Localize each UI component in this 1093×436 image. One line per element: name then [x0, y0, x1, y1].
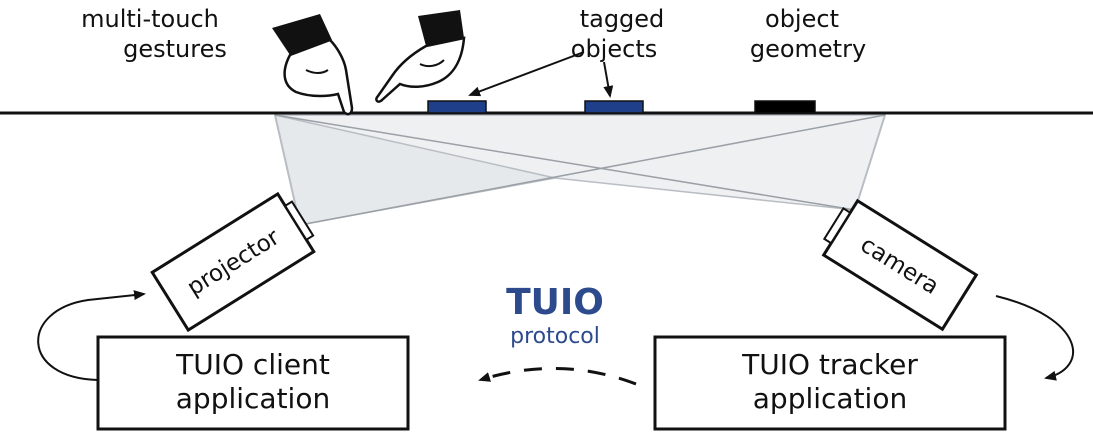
tracker-box-line1: TUIO tracker — [741, 348, 918, 381]
projection-field — [274, 114, 887, 226]
protocol-title: TUIO — [506, 282, 604, 323]
right-hand-icon — [375, 10, 466, 103]
client-box-line2: application — [176, 382, 330, 415]
tracker-application-box: TUIO tracker application — [653, 335, 1007, 431]
camera-device: camera — [821, 198, 979, 332]
label-tagged-line1: tagged — [580, 5, 665, 33]
label-multitouch-line1: multi-touch — [81, 5, 219, 33]
tagged-arrow-left — [468, 51, 585, 97]
label-tagged-line2: objects — [571, 35, 657, 63]
tagged-object-2 — [584, 100, 644, 114]
beam-edge-right — [854, 114, 886, 211]
tracker-box-line2: application — [753, 382, 907, 415]
client-application-box: TUIO client application — [96, 335, 410, 431]
protocol-dashed-arrow — [478, 366, 637, 386]
camera-to-tracker-arrow — [995, 295, 1074, 381]
label-multitouch-line2: gestures — [123, 35, 227, 63]
client-box-line1: TUIO client — [175, 348, 330, 381]
projector-device: projector — [150, 191, 316, 333]
beam-cross-2 — [299, 114, 886, 226]
beam-cross-1 — [274, 114, 856, 211]
label-geometry-line1: object — [765, 5, 839, 33]
tagged-arrow-right — [603, 61, 614, 98]
protocol-subtitle: protocol — [510, 324, 600, 349]
tagged-object-1 — [427, 100, 487, 114]
label-geometry-line2: geometry — [750, 35, 866, 63]
geometry-object — [754, 100, 816, 114]
left-hand-icon — [272, 14, 354, 116]
client-to-projector-arrow — [37, 290, 146, 381]
